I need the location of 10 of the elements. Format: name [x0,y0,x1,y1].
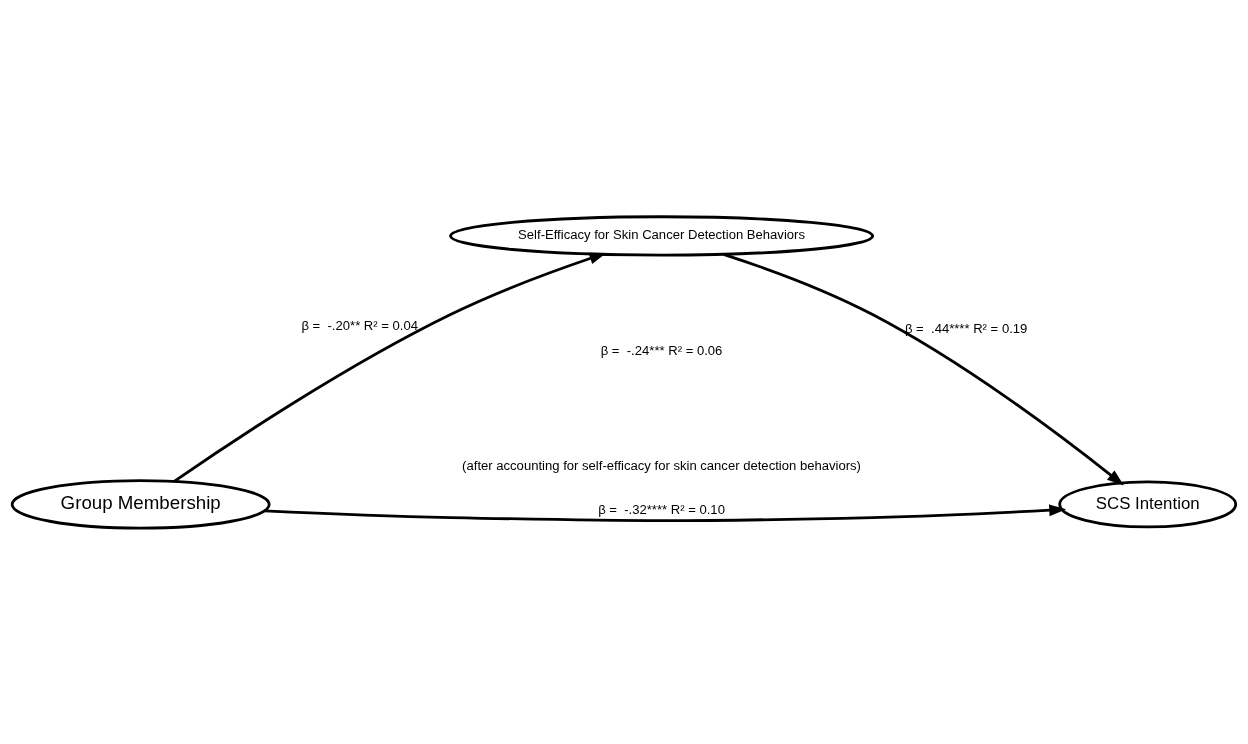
node-ellipse: Group Membership [10,478,271,530]
arrow [173,252,607,483]
arrow [723,252,1124,486]
edge-label: β = -.20** R² = 0.04 [301,317,419,333]
node-ellipse: SCS Intention [1058,480,1238,528]
label: (after accounting for self-efficacy for skin cancer detection behaviors) [462,457,861,473]
label: β = -.24*** R² = 0.06 [600,342,723,358]
edge-label: β = -.32**** R² = 0.10 [598,501,725,517]
arrow [264,503,1067,522]
node-ellipse: Self-Efficacy for Skin Cancer Detection Behaviors [449,214,875,256]
